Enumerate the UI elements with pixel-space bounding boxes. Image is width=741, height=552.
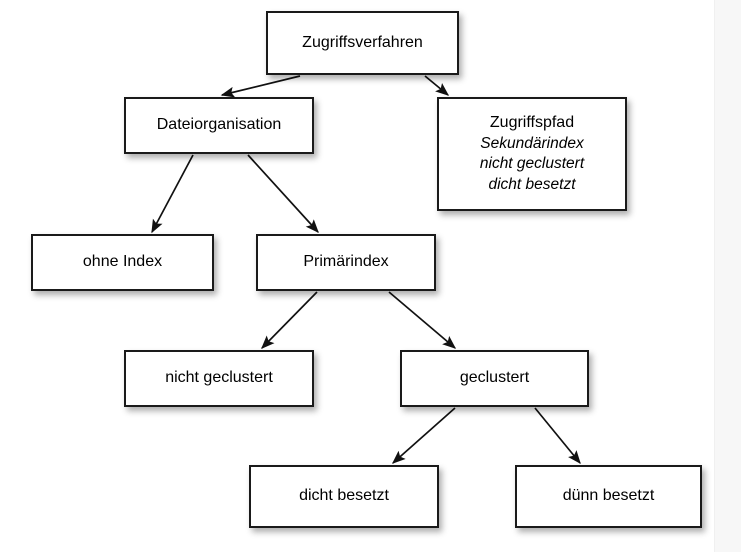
node-geclustert[interactable]: geclustert [400,350,589,407]
edge-zugriffsverfahren-to-zugriffspfad [424,75,450,96]
node-label: Dateiorganisation [156,116,282,134]
node-dateiorganisation[interactable]: Dateiorganisation [124,97,314,154]
edge-geclustert-to-duenn-besetzt [534,407,581,465]
node-label-line-1: Zugriffspfad [489,114,575,132]
node-duenn-besetzt[interactable]: dünn besetzt [515,465,702,528]
node-label: Zugriffsverfahren [302,33,423,51]
edge-primaerindex-to-nicht-geclustert [261,291,318,349]
edge-dateiorganisation-to-primaerindex [247,154,319,234]
edge-dateiorganisation-to-ohne-index [151,154,194,234]
node-zugriffsverfahren[interactable]: Zugriffsverfahren [266,11,459,75]
edge-geclustert-to-dicht-besetzt [391,407,456,464]
node-nicht-geclustert[interactable]: nicht geclustert [124,350,314,407]
node-primaerindex[interactable]: Primärindex [256,234,436,291]
node-label: dünn besetzt [562,487,655,505]
page-right-edge [714,0,741,552]
node-dicht-besetzt[interactable]: dicht besetzt [249,465,439,528]
node-label-line-2: Sekundärindex [480,134,584,152]
node-ohne-index[interactable]: ohne Index [31,234,214,291]
edge-zugriffsverfahren-to-dateiorganisation [220,75,301,98]
node-label: dicht besetzt [299,487,389,505]
edge-primaerindex-to-geclustert [388,291,457,349]
node-zugriffspfad[interactable]: Zugriffspfad Sekundärindex nicht geclust… [437,97,627,211]
node-label: ohne Index [82,253,163,271]
node-label-line-3: nicht geclustert [479,155,585,173]
node-label: geclustert [459,369,530,387]
node-label-line-4: dicht besetzt [488,175,576,193]
node-label: Primärindex [303,253,389,271]
node-label: nicht geclustert [165,369,273,387]
